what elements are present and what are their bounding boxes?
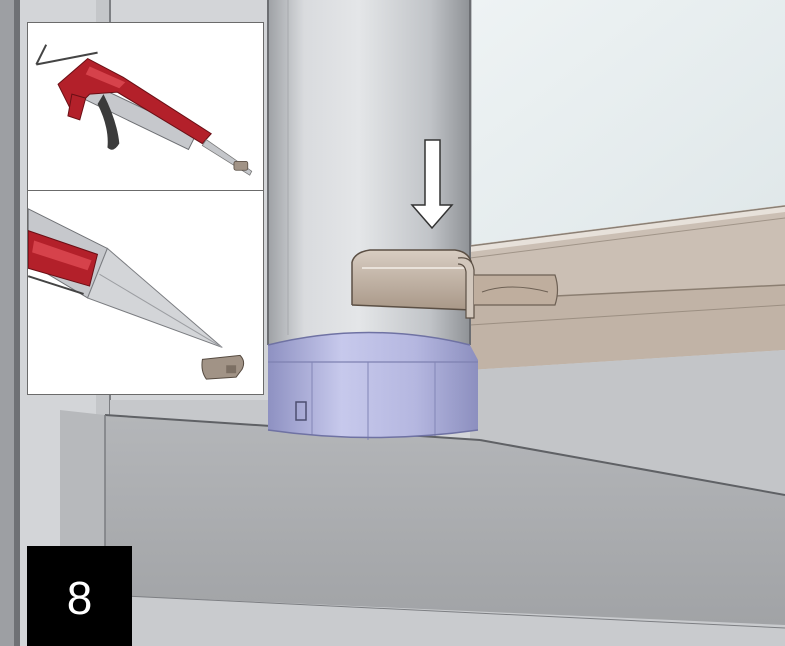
- nozzle-closeup-icon: [28, 191, 263, 394]
- down-arrow-icon: [410, 139, 454, 230]
- step-badge: 8: [27, 546, 132, 646]
- nozzle-closeup-inset: [27, 190, 264, 395]
- caulk-gun-inset: [27, 22, 264, 191]
- step-number: 8: [66, 572, 93, 624]
- caulk-gun-icon: [28, 23, 263, 190]
